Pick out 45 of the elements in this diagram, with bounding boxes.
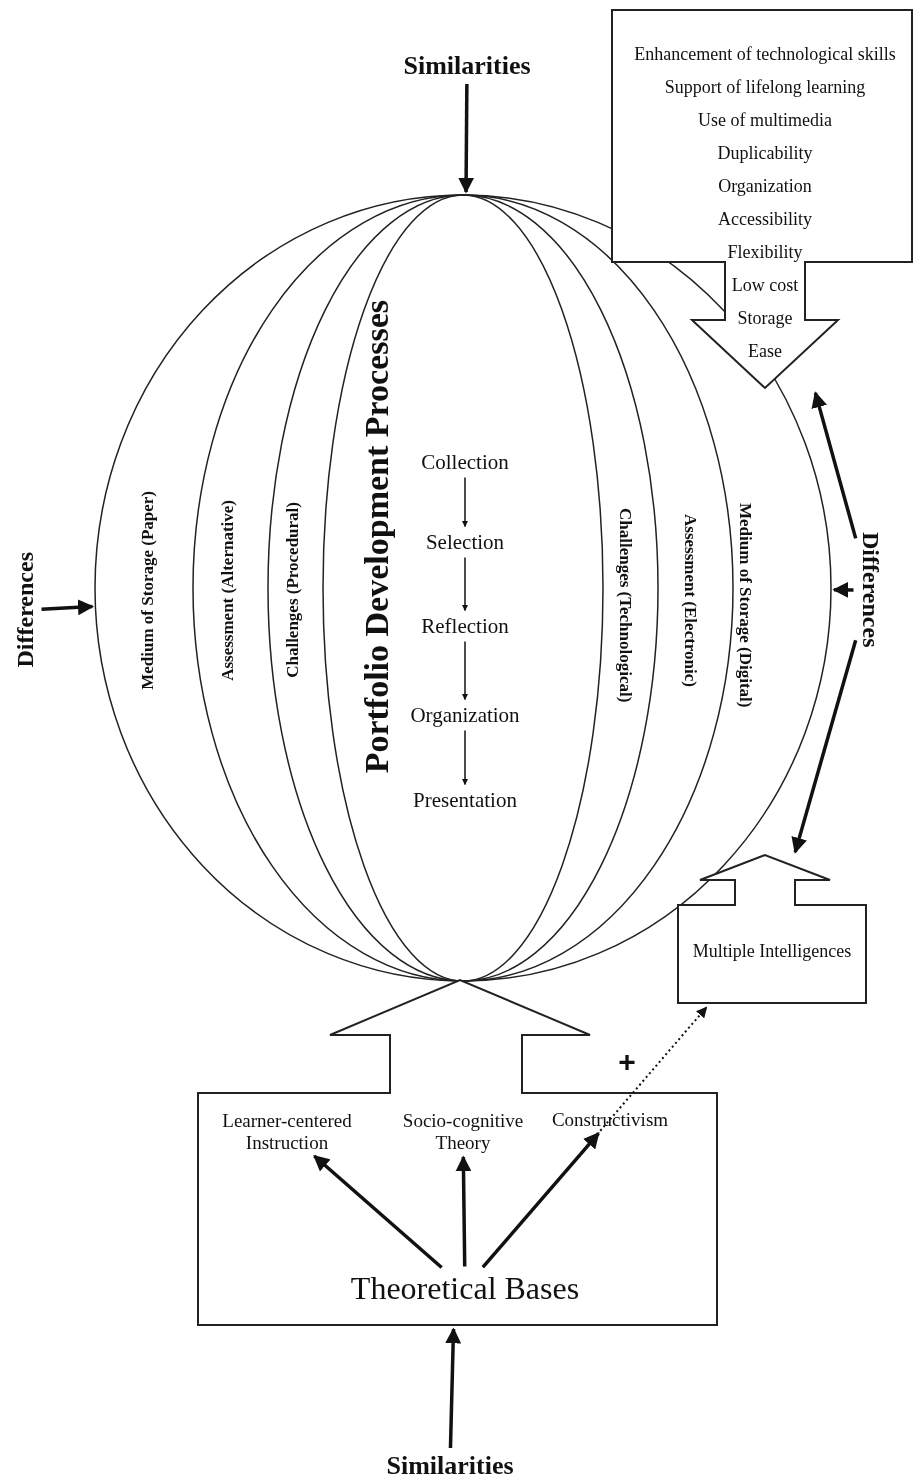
side-label: Differences	[856, 532, 884, 648]
process-step: Selection	[425, 529, 505, 555]
sphere-label: Portfolio Development Processes	[358, 300, 396, 774]
band-label: Challenges (Procedural)	[283, 502, 303, 678]
heading-text: Similarities	[403, 51, 531, 81]
arrow	[445, 1327, 462, 1449]
band-label: Medium of Storage (Digital)	[735, 502, 755, 708]
advantage-text: Storage	[736, 308, 794, 329]
arrow	[832, 581, 854, 598]
advantage-text: Low cost	[730, 275, 800, 296]
advantage-text: Organization	[717, 176, 813, 197]
theory-label: Learner-centered Instruction	[212, 1110, 362, 1154]
theory-label: Socio-cognitive Theory	[388, 1110, 538, 1154]
process-step: Collection	[421, 449, 509, 475]
arrow	[811, 391, 858, 539]
band-label: Assessment (Alternative)	[218, 499, 238, 681]
side-label: Differences	[11, 552, 39, 668]
advantage-text: Duplicability	[716, 143, 814, 164]
arrow	[481, 1132, 600, 1269]
arrow	[41, 599, 94, 616]
arrow	[462, 729, 468, 786]
box-label: Multiple Intelligences	[691, 941, 853, 962]
advantage-text: Accessibility	[717, 209, 813, 230]
arrow	[462, 640, 468, 701]
advantage-text: Ease	[747, 341, 783, 362]
process-step: Organization	[410, 702, 520, 728]
arrow	[455, 1155, 472, 1267]
theory-label: Constructivism	[535, 1109, 685, 1131]
arrow	[458, 84, 475, 194]
band-label: Assessment (Electronic)	[680, 513, 700, 687]
advantage-text: Enhancement of technological skills	[633, 44, 897, 65]
arrow	[481, 1006, 708, 1269]
box-title: Theoretical Bases	[350, 1269, 580, 1307]
heading-text: Similarities	[386, 1451, 514, 1481]
band-label: Medium of Storage (Paper)	[138, 490, 158, 690]
band-label: Challenges (Technological)	[615, 507, 635, 703]
arrow	[791, 639, 858, 854]
advantage-text: Use of multimedia	[697, 110, 833, 131]
arrow	[313, 1154, 443, 1269]
advantage-text: Support of lifelong learning	[663, 77, 867, 98]
arrow	[462, 476, 468, 528]
advantage-text: Flexibility	[726, 242, 804, 263]
arrow	[462, 556, 468, 612]
process-step: Presentation	[413, 787, 517, 813]
process-step: Reflection	[421, 613, 509, 639]
